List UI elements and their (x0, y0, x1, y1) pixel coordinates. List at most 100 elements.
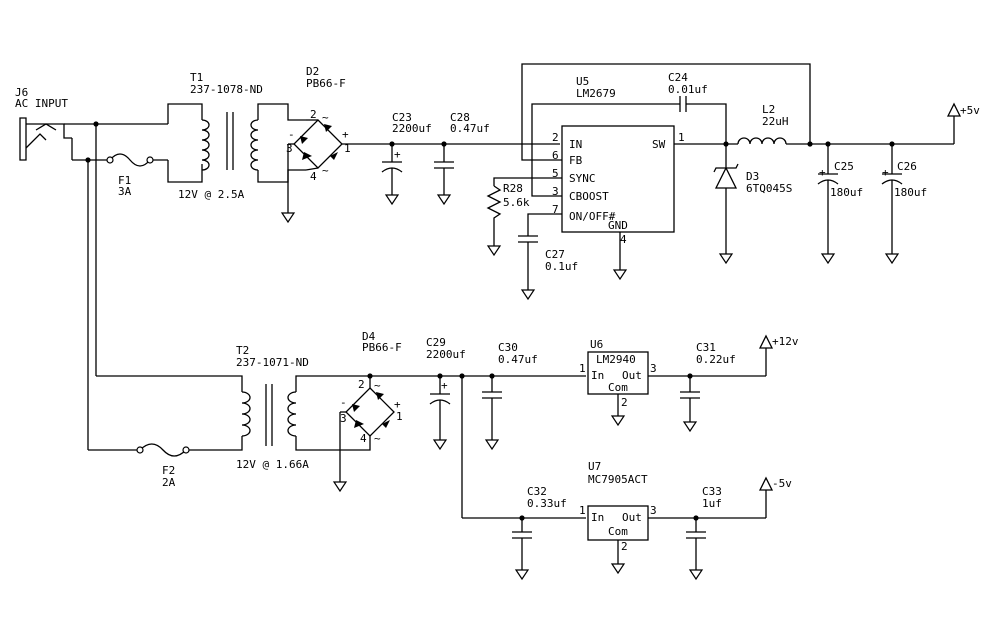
u6-pin-num-in: 1 (579, 362, 586, 375)
capacitor-c23: + C23 2200uf (381, 111, 432, 205)
u6-pin-num-out: 3 (650, 362, 657, 375)
c27-ref: C27 (545, 248, 565, 261)
c26-ref: C26 (897, 160, 917, 173)
d3-part: 6TQ045S (746, 182, 792, 195)
u6-pin-label-com: Com (608, 381, 628, 394)
d2-pin-3: 3 (286, 142, 293, 155)
c23-plus-mark: + (394, 148, 401, 161)
capacitor-c26: + C26 180uf (881, 144, 927, 264)
ground-symbol (281, 204, 295, 223)
t2-rating: 12V @ 1.66A (236, 458, 309, 471)
u6-ref: U6 (590, 338, 603, 351)
u7-pin-label-in: In (591, 511, 604, 524)
bridge-rectifier-d2: D2 PB66-F 2 1 3 4 ~ ~ + - (281, 65, 392, 223)
c32-ref: C32 (527, 485, 547, 498)
d4-pin-1: 1 (396, 410, 403, 423)
d2-ac-mark: ~ (322, 111, 329, 124)
c31-ref: C31 (696, 341, 716, 354)
c23-value: 2200uf (392, 122, 432, 135)
l2-ref: L2 (762, 103, 775, 116)
fuse-f2: F2 2A (136, 443, 190, 489)
j6-ac-input-connector: J6 AC INPUT (15, 86, 72, 161)
c29-value: 2200uf (426, 348, 466, 361)
d4-part: PB66-F (362, 341, 402, 354)
j6-value: AC INPUT (15, 97, 68, 110)
d2-ac-mark: ~ (322, 164, 329, 177)
t2-part: 237-1071-ND (236, 356, 309, 369)
c29-ref: C29 (426, 336, 446, 349)
transformer-t1: T1 237-1078-ND 12V @ 2.5A (167, 71, 306, 201)
u5-pin-num-sync: 5 (552, 167, 559, 180)
u6-part: LM2940 (596, 353, 636, 366)
u7-pin-num-com: 2 (621, 540, 628, 553)
j6-ref: J6 (15, 86, 28, 99)
u7-pin-label-com: Com (608, 525, 628, 538)
u5-pin-num-onoff: 7 (552, 203, 559, 216)
c24-ref: C24 (668, 71, 688, 84)
u5-part: LM2679 (576, 87, 616, 100)
t1-ref: T1 (190, 71, 203, 84)
rail-plus5-output: +5v (786, 102, 980, 147)
junction-dot (93, 121, 99, 127)
d4-plus-mark: + (394, 398, 401, 411)
u5-pin-label-sw: SW (652, 138, 666, 151)
regulator-u6: U6 LM2940 In Out Com 1 3 2 (579, 338, 766, 426)
d4-ac-mark: ~ (374, 379, 381, 392)
u5-pin-label-gnd: GND (608, 219, 628, 232)
c26-value: 180uf (894, 186, 927, 199)
r28-ref: R28 (503, 182, 523, 195)
d4-ref: D4 (362, 330, 376, 343)
c27-value: 0.1uf (545, 260, 578, 273)
c31-value: 0.22uf (696, 353, 736, 366)
u5-pin-label-sync: SYNC (569, 172, 596, 185)
t1-rating: 12V @ 2.5A (178, 188, 245, 201)
u6-pin-label-in: In (591, 369, 604, 382)
d2-pin-4: 4 (310, 170, 317, 183)
capacitor-c32: C32 0.33uf (512, 485, 567, 580)
capacitor-c25: + C25 180uf (817, 144, 863, 264)
rail-plus5-label: +5v (960, 104, 980, 117)
u6-pin-label-out: Out (622, 369, 642, 382)
r28-value: 5.6k (503, 196, 530, 209)
rail-5v-buck-wiring (389, 141, 560, 147)
u7-pin-label-out: Out (622, 511, 642, 524)
c24-value: 0.01uf (668, 83, 708, 96)
d4-ac-mark: ~ (374, 432, 381, 445)
inductor-l2: L2 22uH (737, 103, 789, 145)
d2-pin-1: 1 (344, 142, 351, 155)
c30-value: 0.47uf (498, 353, 538, 366)
transformer-t2: T2 237-1071-ND 12V @ 1.66A (232, 344, 371, 471)
d2-part: PB66-F (306, 77, 346, 90)
capacitor-c27: C27 0.1uf (518, 235, 578, 300)
d2-minus-mark: - (288, 128, 295, 141)
f2-value: 2A (162, 476, 176, 489)
u5-ref: U5 (576, 75, 589, 88)
l2-value: 22uH (762, 115, 789, 128)
diode-d3: D3 6TQ045S (713, 144, 792, 264)
c32-value: 0.33uf (527, 497, 567, 510)
u7-part: MC7905ACT (588, 473, 648, 486)
capacitor-c28: C28 0.47uf (434, 111, 490, 205)
c30-ref: C30 (498, 341, 518, 354)
resistor-r28: R28 5.6k (486, 182, 530, 256)
d4-pin-4: 4 (360, 432, 367, 445)
c28-ref: C28 (450, 111, 470, 124)
c29-plus-mark: + (441, 379, 448, 392)
c25-value: 180uf (830, 186, 863, 199)
u5-pin-num-sw: 1 (678, 131, 685, 144)
d2-pin-2: 2 (310, 108, 317, 121)
c25-ref: C25 (834, 160, 854, 173)
u5-pin-num-gnd: 4 (620, 233, 627, 246)
d2-plus-mark: + (342, 128, 349, 141)
d2-ref: D2 (306, 65, 319, 78)
u7-ref: U7 (588, 460, 601, 473)
t1-part: 237-1078-ND (190, 83, 263, 96)
f1-ref: F1 (118, 174, 131, 187)
d4-minus-mark: - (340, 396, 347, 409)
bridge-rectifier-d4: D4 PB66-F 2 1 3 4 ~ ~ + - (333, 330, 403, 492)
t2-ref: T2 (236, 344, 249, 357)
u7-pin-num-out: 3 (650, 504, 657, 517)
rail-minus5-label: -5v (772, 477, 792, 490)
capacitor-c29: + C29 2200uf (426, 336, 466, 450)
